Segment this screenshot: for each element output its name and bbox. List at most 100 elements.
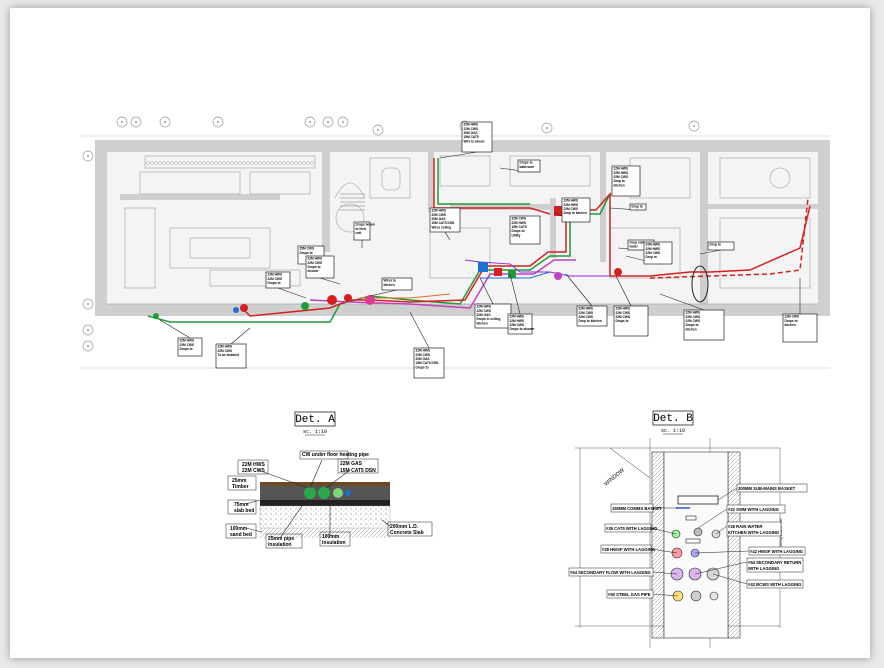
annotation-line: 22M HWS	[416, 349, 431, 353]
grid-bubble	[82, 298, 94, 310]
annotation-line: 22M CWS	[218, 349, 233, 353]
annotation-line: Drop to	[710, 243, 721, 247]
cold-riser	[437, 158, 530, 205]
grid-bubble	[159, 116, 171, 128]
detail-b-label: #50 STEEL GAS PIPE	[606, 589, 679, 599]
annotation-line: 22M CWS	[616, 315, 631, 319]
annotation-line: 22M CWS	[416, 353, 431, 357]
annotation-line: 20M GAS	[416, 357, 430, 361]
annotation-line: Drops to	[520, 161, 533, 165]
annotation-line: kitchen	[686, 327, 697, 331]
annotation-line: Drops to	[180, 347, 193, 351]
annotation-line: 22M CWS	[579, 315, 594, 319]
annotation-line: 22M HWS	[564, 203, 579, 207]
annotation-line: To be stubbed	[218, 353, 240, 357]
detail-b-title: Det. B	[653, 413, 693, 425]
detail-a-label: insulation	[322, 540, 346, 546]
swm-pipe	[693, 527, 703, 537]
annotation-line: 22M HWS	[268, 273, 283, 277]
gas-pipe-section	[333, 488, 343, 498]
svg-text:#35 CAT5 WITH LAGGING: #35 CAT5 WITH LAGGING	[606, 526, 657, 531]
grid-bubble	[337, 116, 349, 128]
annotation-line: kitchen	[614, 183, 625, 187]
annotation-line: Utility	[512, 233, 521, 237]
annotation-line: 22M HWS	[510, 315, 525, 319]
annotation-line: 25M CWS	[300, 247, 315, 251]
annotation-line: Drops to	[300, 251, 313, 255]
annotation-line: Drop to	[646, 255, 657, 259]
detail-a-label: Concrete Slab	[390, 530, 424, 536]
annotation-line: to feed	[356, 227, 367, 231]
detail-a-label: sand bed	[230, 532, 252, 538]
detail-a-label: slab bed	[234, 508, 254, 514]
annotation-line: 15M CAT5 DSN	[432, 221, 455, 225]
annotation-line: 22M HWS	[646, 243, 661, 247]
annotation-line: 22M CWS	[579, 311, 594, 315]
detail-a-label: 22M GAS	[340, 461, 363, 467]
svg-text:#22 SWM WITH LAGGING: #22 SWM WITH LAGGING	[728, 507, 779, 512]
insulation-layer	[260, 500, 390, 506]
detail-b-label: #22 SWM WITH LAGGING	[697, 504, 786, 529]
cold-pipe-section	[318, 487, 330, 499]
detail-b-label: 300MM SUB-MAINS BASKET	[717, 483, 808, 501]
annotation-line: unit	[356, 231, 363, 235]
annotation-line: bathroom	[520, 165, 535, 169]
annotation-line: 22M HWS	[180, 339, 195, 343]
annotation-line: Drops below	[356, 223, 376, 227]
svg-text:#28 RAIN WATER: #28 RAIN WATER	[728, 524, 762, 529]
annotation-line: Drops to	[686, 323, 699, 327]
gas-pipe	[360, 293, 451, 299]
detail-a-label: 75mm	[234, 502, 249, 508]
annotation-line: 22M HWS	[614, 171, 629, 175]
hot-water-return	[309, 259, 576, 309]
detail-a-label: 25mm	[232, 478, 247, 484]
annotation-line: 22M CWS	[464, 127, 479, 131]
annotation-line: 22M CWS	[686, 319, 701, 323]
annotation-line: Drops to	[268, 281, 281, 285]
window-label: WINDOW	[603, 467, 626, 488]
detail-b-label: #28 RAIN WATER	[715, 521, 782, 537]
detail-a-label: 15M CAT5 DSN	[340, 468, 376, 474]
detail-a-label: 100mm	[230, 526, 248, 532]
detail-a-title: Det. A	[295, 414, 335, 426]
annotation-line: Wire to above	[464, 139, 485, 143]
stairs	[340, 193, 365, 211]
annotation-line: Drops to	[616, 319, 629, 323]
grid-bubble	[304, 116, 316, 128]
annotation-line: 22M HWS	[432, 209, 447, 213]
annotation-line: Drop cold	[630, 241, 645, 245]
riser-wall-right	[727, 451, 741, 639]
grid-bubble	[82, 340, 94, 352]
riser-wall-left	[651, 451, 665, 639]
detail-a-label: 200mm L.D.	[390, 524, 419, 530]
annotation-line: shower	[308, 269, 320, 273]
annotation-line: 22M HWS	[512, 221, 527, 225]
detail-a-label: insulation	[268, 542, 292, 548]
pipe-runs	[147, 158, 811, 323]
annotation-line: 22M HWS	[616, 307, 631, 311]
svg-text:WITH LAGGING: WITH LAGGING	[748, 566, 779, 571]
grid-bubble	[688, 120, 700, 132]
annotation-line: 22M CWS	[268, 277, 283, 281]
annotation-line: 22M CWS	[785, 315, 800, 319]
svg-text:#54 SECONDARY RETURN: #54 SECONDARY RETURN	[748, 560, 801, 565]
annotation-box: Drop to	[699, 241, 735, 255]
detail-b-label: KITCHEN WITH LAGGING	[728, 530, 779, 535]
detail-a-label: 22M CWS	[242, 468, 265, 474]
grid-bubble	[116, 116, 128, 128]
annotation-line: Drops to	[785, 319, 798, 323]
grid-bubble	[322, 116, 334, 128]
detail-b-label: #35 CAT5 WITH LAGGING	[604, 523, 677, 535]
